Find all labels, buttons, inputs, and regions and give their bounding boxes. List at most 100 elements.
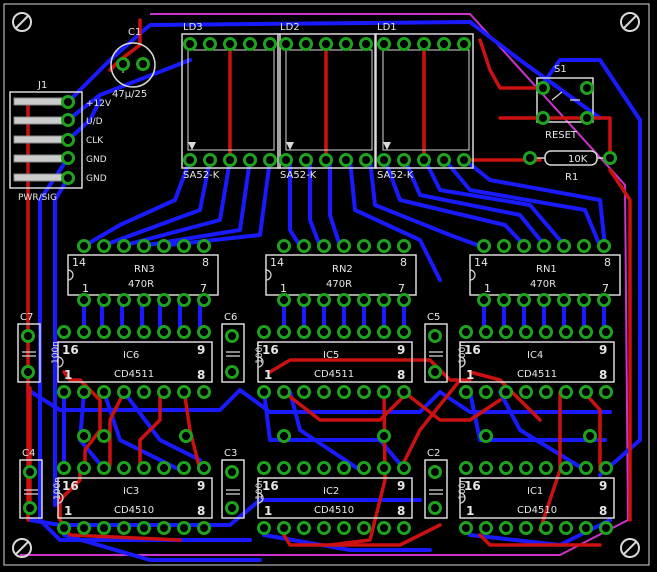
ld2-pad <box>319 37 333 51</box>
ic6-type: CD4511 <box>114 369 154 380</box>
ic3-pad <box>77 461 91 475</box>
rn2-pad <box>297 293 311 307</box>
s1-pad <box>536 81 550 95</box>
j1-bottom-label: PWR/SIG <box>18 193 57 203</box>
via-pad <box>377 429 391 443</box>
rn1-pad <box>497 293 511 307</box>
c6-value: 100n <box>255 341 265 364</box>
ld2-pad <box>279 153 293 167</box>
ld3-pad <box>203 153 217 167</box>
ic2-pin16: 16 <box>262 479 279 493</box>
ld1-pad <box>377 37 391 51</box>
bottom-copper-traces <box>26 20 642 562</box>
ic1-pin16: 16 <box>464 479 481 493</box>
rn2-pin7: 7 <box>398 282 405 295</box>
c5-pad <box>428 329 442 343</box>
ic5-pad <box>397 325 411 339</box>
ic2-pad <box>297 521 311 535</box>
rn2-pad <box>337 293 351 307</box>
ic2-pad <box>337 461 351 475</box>
ic3-pad <box>137 521 151 535</box>
c3-label: C3 <box>224 448 237 459</box>
ic1-pad <box>559 521 573 535</box>
rn2-pad <box>277 293 291 307</box>
c5-value: 100n <box>458 341 468 364</box>
ic1-pad <box>519 521 533 535</box>
rn3-pad <box>97 293 111 307</box>
rn2-pin14: 14 <box>270 256 284 269</box>
ic3-pad <box>57 461 71 475</box>
board-outline <box>3 3 650 566</box>
ic5-pin8: 8 <box>397 368 405 382</box>
j1-pin5-label: GND <box>86 174 107 184</box>
rn1-pad <box>517 239 531 253</box>
ic2-pad <box>257 521 271 535</box>
rn3-pad <box>137 239 151 253</box>
r1-label: R1 <box>565 172 578 183</box>
ic4-pad <box>459 385 473 399</box>
ic3-pin8: 8 <box>197 504 205 518</box>
rn2-pad <box>377 293 391 307</box>
ic4-pin1: 1 <box>466 368 474 382</box>
ic1-pad <box>599 521 613 535</box>
rn3-pin1: 1 <box>82 282 89 295</box>
ic4-pad <box>599 385 613 399</box>
rn1-pin1: 1 <box>484 282 491 295</box>
c3-pad <box>225 465 239 479</box>
ic2-pin8: 8 <box>397 504 405 518</box>
ic6-chip: 16 9 1 8 IC6 CD4511 <box>57 341 213 383</box>
ic1-pad <box>519 461 533 475</box>
s1-pad <box>580 111 594 125</box>
ic1-pad <box>579 461 593 475</box>
rn1-pad <box>477 293 491 307</box>
rn3-pad <box>117 293 131 307</box>
rn2-pin8: 8 <box>400 256 407 269</box>
c2-pad <box>428 501 442 515</box>
rn3-network: 14 8 1 7 RN3 470R <box>67 254 219 296</box>
ic5-pad <box>297 325 311 339</box>
c4-pad <box>23 465 37 479</box>
c3-value: 100n <box>255 477 265 500</box>
rn3-pad <box>197 239 211 253</box>
rn2-pad <box>357 293 371 307</box>
ld3-pad <box>203 37 217 51</box>
rn1-pad <box>477 239 491 253</box>
j1-pad <box>61 113 75 127</box>
ic5-pad <box>257 325 271 339</box>
ic6-pad <box>77 385 91 399</box>
rn2-pad <box>277 239 291 253</box>
ic6-pad <box>77 325 91 339</box>
rn3-pad <box>197 293 211 307</box>
ic6-pin9: 9 <box>197 343 205 357</box>
rn3-value: 470R <box>128 279 154 290</box>
ic2-pad <box>397 521 411 535</box>
ic1-pad <box>559 461 573 475</box>
j1-pin1-label: +12V <box>86 99 112 109</box>
rn3-pad <box>157 293 171 307</box>
display-ld3: LD3 SA52-K <box>181 22 281 181</box>
rn3-pin8: 8 <box>202 256 209 269</box>
rn1-pad <box>557 239 571 253</box>
ld1-pad <box>397 153 411 167</box>
ic3-type: CD4510 <box>114 505 154 516</box>
ic5-pad <box>317 325 331 339</box>
ic1-type: CD4510 <box>517 505 557 516</box>
rn2-pad <box>297 239 311 253</box>
ld3-pad <box>263 153 277 167</box>
rn3-pad <box>77 239 91 253</box>
ic3-pad <box>157 521 171 535</box>
ld3-label: LD3 <box>183 22 203 33</box>
ic4-pad <box>479 385 493 399</box>
rn2-pad <box>377 239 391 253</box>
c5-label: C5 <box>427 312 440 323</box>
ic2-pad <box>277 521 291 535</box>
c4-label: C4 <box>22 448 35 459</box>
rn1-pad <box>577 293 591 307</box>
display-ld2: LD2 SA52-K <box>277 22 377 181</box>
c1-value: 47µ/25 <box>112 89 147 100</box>
ld3-pad <box>183 37 197 51</box>
ic1-pin9: 9 <box>599 479 607 493</box>
ld1-pad <box>437 153 451 167</box>
j1-pin2-label: U/D <box>86 117 103 127</box>
pads-layer <box>21 37 617 535</box>
